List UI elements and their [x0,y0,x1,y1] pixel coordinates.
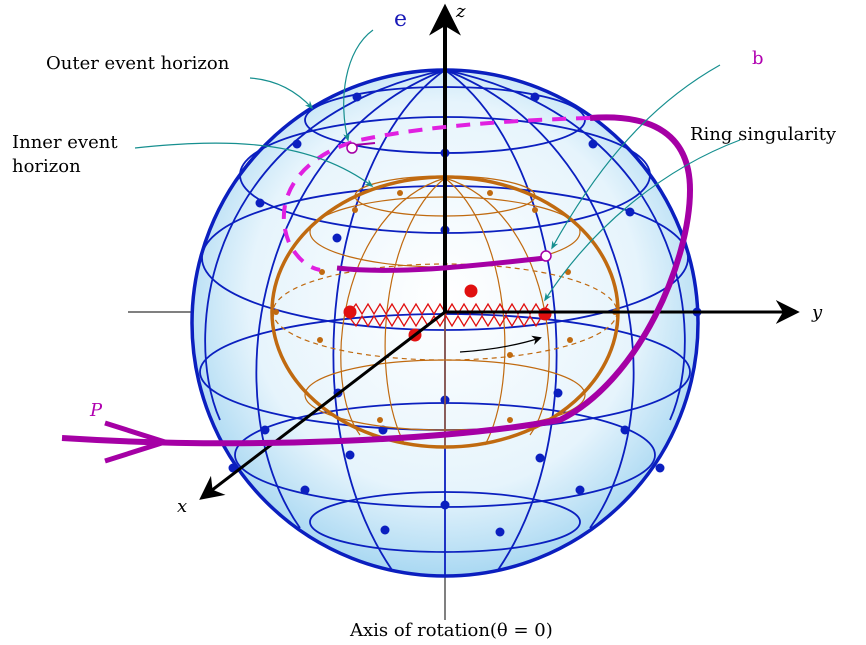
point-b-label: b [752,48,764,69]
axis-of-rotation-label: Axis of rotation(θ = 0) [350,620,553,641]
inner-event-horizon-label-line2: horizon [12,156,81,177]
point-e-label: e [394,7,408,32]
x-axis-label: x [177,496,188,517]
y-axis-label: y [812,302,823,323]
trajectory-p [61,114,694,464]
z-axis-label: z [456,1,466,22]
annotation-pointers [134,29,741,302]
path-p-label: P [90,400,103,421]
ring-singularity-label: Ring singularity [690,124,837,145]
outer-event-horizon-label: Outer event horizon [46,53,230,74]
coordinate-axes [199,3,800,500]
inner-event-horizon-label-line1: Inner event [12,132,118,153]
